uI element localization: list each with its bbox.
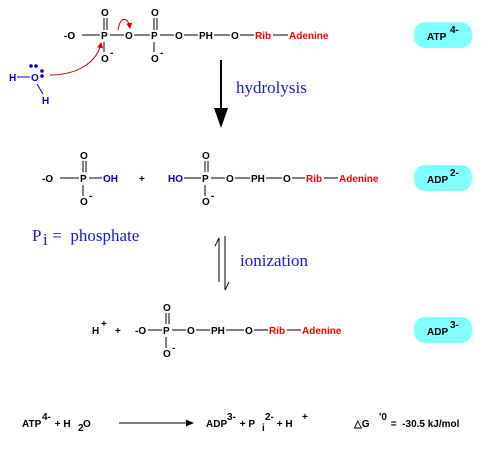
adp3-o-top: O (163, 303, 171, 314)
adp2-badge (414, 165, 472, 191)
phosphate-structure: O -O P OH O - (42, 151, 118, 208)
eq-atp-charge: 4- (42, 412, 51, 423)
nucleophilic-attack-arrow (49, 42, 104, 76)
atp-badge (414, 22, 472, 48)
adp3-o2: O (245, 326, 253, 337)
atp-rib: Rib (255, 31, 271, 42)
delta-g-value: = -30.5 kJ/mol (388, 419, 460, 430)
ionization-label: ionization (240, 251, 308, 270)
adp3-badge-charge: 3- (450, 320, 459, 331)
eq-pi-charge: 2- (265, 412, 274, 423)
atp-o-top-2: O (151, 8, 159, 19)
eq-plus-h: + H (52, 419, 71, 430)
pi-label-sub: i (43, 230, 48, 249)
atp-badge-label: ATP (427, 32, 447, 43)
adp-o-top: O (202, 151, 210, 162)
atp-o-bridge: O (125, 31, 133, 42)
adp3-o-minus: -O (135, 326, 146, 337)
plus-sign-row3: + (115, 326, 121, 337)
atp-o-bot-1: O (101, 54, 109, 65)
eq-h-charge: + (302, 412, 308, 423)
atp-o4: O (231, 31, 239, 42)
atp-o-bot-1-charge: - (110, 48, 113, 59)
adp3-p: P (163, 326, 170, 337)
adp3-o-bot-charge: - (172, 343, 175, 354)
adp3-adenine: Adenine (302, 326, 342, 337)
water-molecule: H O H (9, 64, 49, 107)
bond-shift-arrow (117, 18, 133, 31)
adp3-ph: PH (211, 326, 225, 337)
pi-o-top: O (80, 151, 88, 162)
atp-badge-charge: 4- (450, 25, 459, 36)
proton-charge: + (101, 319, 107, 330)
equilibrium-arrow (214, 236, 230, 291)
eq-adp-charge: 3- (227, 412, 236, 423)
atp-o-bot-2: O (151, 54, 159, 65)
eq-o: O (83, 419, 91, 430)
adp-p: P (202, 174, 209, 185)
pi-label-text: = phosphate (48, 226, 139, 245)
atp-adenine: Adenine (289, 31, 329, 42)
adp2-badge-charge: 2- (450, 168, 459, 179)
water-h2: H (42, 96, 49, 107)
water-h1: H (9, 73, 16, 84)
eq-atp: ATP (22, 419, 42, 430)
adp3-o: O (187, 326, 195, 337)
adp2-badge-label: ADP (427, 175, 448, 186)
atp-o-top-1: O (101, 8, 109, 19)
eq-adp: ADP (206, 419, 227, 430)
eq-plus-h2: + H (274, 419, 293, 430)
delta-g-sup: '0 (379, 412, 387, 423)
pi-o-bot-charge: - (89, 191, 92, 202)
pi-oh: OH (103, 174, 118, 185)
atp-ph: PH (199, 31, 213, 42)
atp-p1: P (101, 31, 108, 42)
adp3-o-bot: O (163, 349, 171, 360)
eq-pi-sub: i (262, 423, 265, 434)
eq-h2o-sub: 2 (78, 423, 84, 434)
adp3-rib: Rib (269, 326, 285, 337)
atp-o-bot-2-charge: - (160, 48, 163, 59)
adp3-badge-label: ADP (427, 327, 448, 338)
adp-o: O (226, 174, 234, 185)
adp-ho: HO (168, 174, 183, 185)
proton-h: H (92, 326, 99, 337)
pi-o-bot: O (80, 197, 88, 208)
adp3-structure: O -O P O PH O Rib Adenine O - (135, 303, 342, 360)
atp-o-minus: -O (64, 31, 75, 42)
water-o: O (31, 73, 39, 84)
overall-equation: ATP 4- + H 2 O ADP 3- + P i 2- + H + △G … (22, 412, 460, 434)
adp3-badge (414, 317, 472, 343)
adp-o-bot: O (202, 197, 210, 208)
atp-p2: P (151, 31, 158, 42)
pi-p: P (80, 174, 87, 185)
adp-o2: O (283, 174, 291, 185)
adp-rib: Rib (306, 174, 322, 185)
pi-label-p: P (32, 226, 41, 245)
eq-plus-p: + P (237, 419, 255, 430)
adp-structure: O HO P O PH O Rib Adenine O - (168, 151, 379, 208)
adp-o-bot-charge: - (211, 191, 214, 202)
adp-ph: PH (251, 174, 265, 185)
hydrolysis-label: hydrolysis (236, 78, 307, 97)
delta-g-symbol: △G (353, 419, 370, 430)
adp-adenine: Adenine (339, 174, 379, 185)
plus-sign-row2: + (139, 174, 145, 185)
atp-o3: O (175, 31, 183, 42)
atp-structure: O O -O P O P O PH O Rib Adenine O - O - (64, 8, 329, 65)
pi-o-minus: -O (42, 174, 53, 185)
